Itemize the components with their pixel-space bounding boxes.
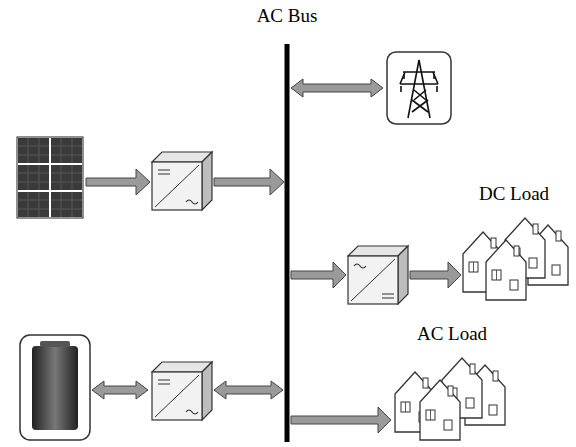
battery-icon <box>32 346 78 430</box>
dc-ac-symbol <box>158 380 198 414</box>
ac-bus-line <box>285 44 290 442</box>
ac-dc-symbol <box>354 264 394 298</box>
load-label: DC Load <box>477 184 551 205</box>
battery-terminal <box>40 341 70 347</box>
bidirectional-arrow <box>291 79 383 97</box>
solar-panel <box>17 137 83 218</box>
arrow <box>410 262 461 288</box>
tower-icon <box>400 60 438 118</box>
bus-label: AC Bus <box>255 6 320 27</box>
arrow <box>86 169 150 195</box>
arrow <box>291 407 391 433</box>
bidirectional-arrow <box>214 381 283 399</box>
arrow <box>291 262 346 288</box>
grid-box <box>387 52 451 124</box>
dc-ac-symbol <box>158 170 198 204</box>
load-label: AC Load <box>415 324 489 345</box>
ac-houses <box>395 358 505 440</box>
arrow <box>214 169 284 195</box>
bidirectional-arrow <box>92 381 148 399</box>
dc-houses <box>463 218 568 300</box>
battery-box <box>20 335 90 440</box>
